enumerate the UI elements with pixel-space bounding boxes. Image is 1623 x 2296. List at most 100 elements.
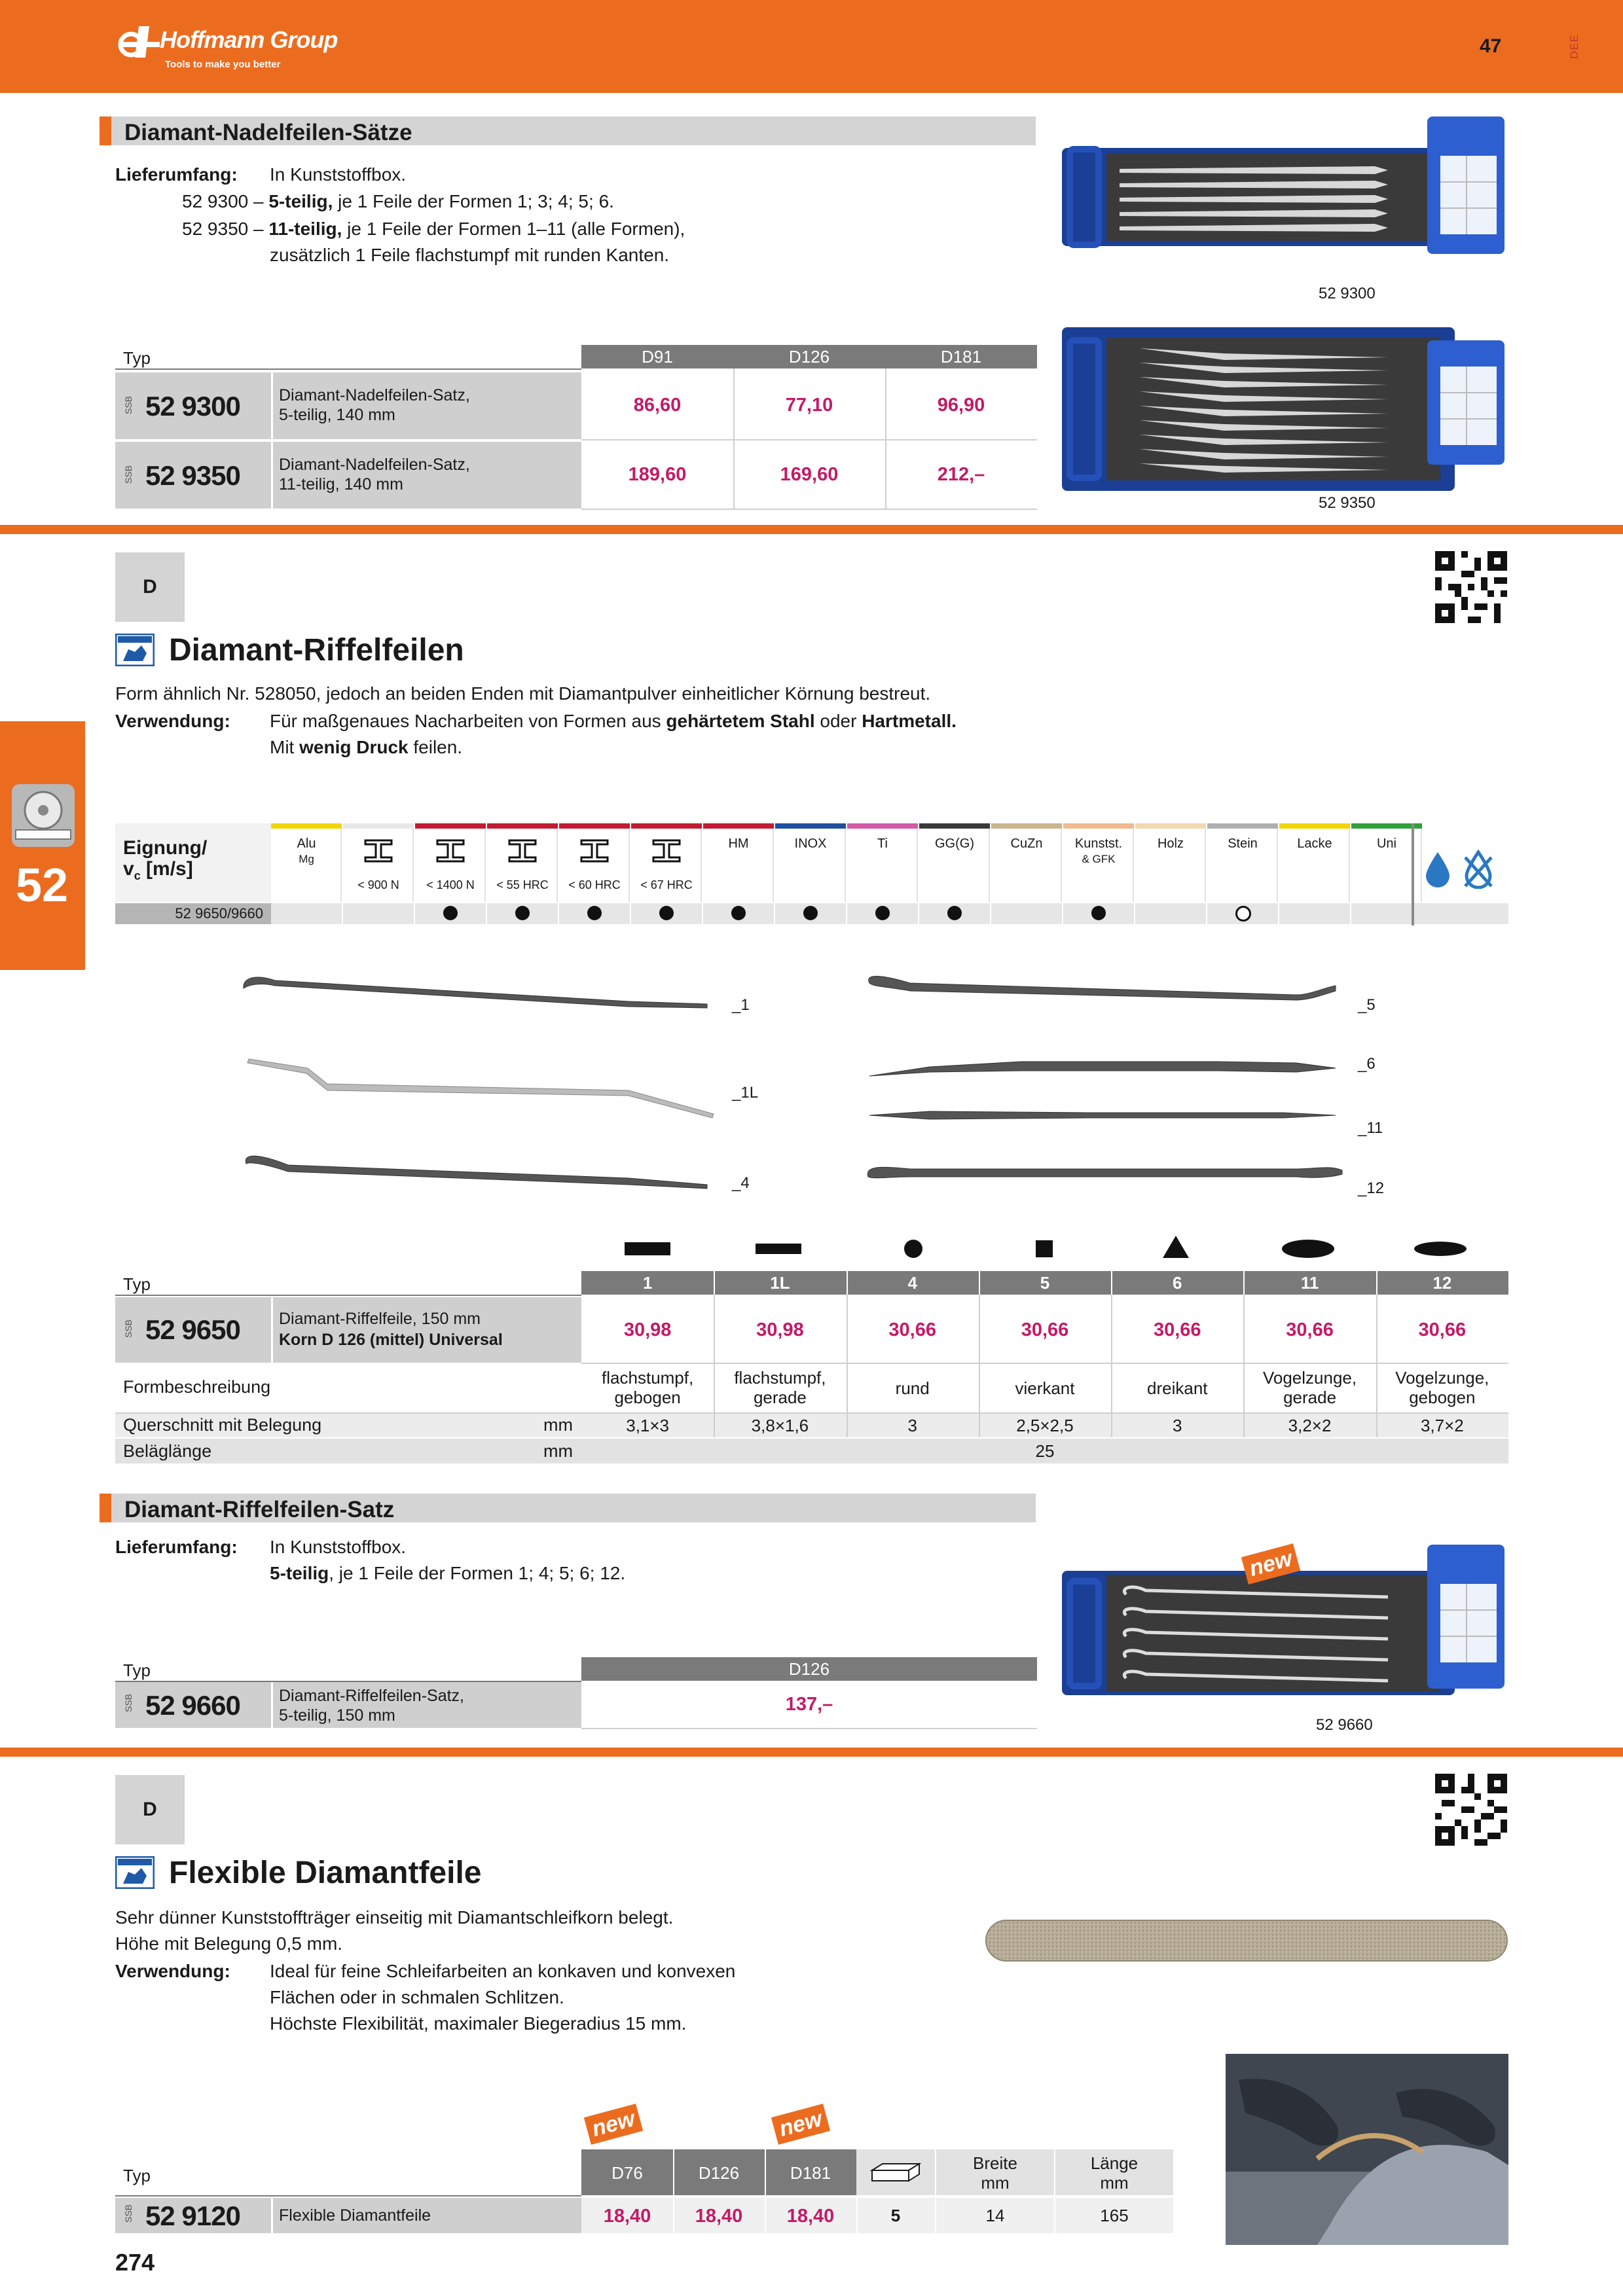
material-color-strip	[415, 823, 486, 829]
image-caption: 52 9300	[1319, 285, 1376, 302]
column-divider	[978, 1295, 980, 1437]
steel-beam-icon	[580, 839, 609, 863]
table-header-bar	[581, 1657, 1037, 1681]
form-description: flachstumpf,	[602, 1368, 694, 1388]
price: 18,40	[695, 2206, 743, 2227]
steel-beam-icon	[652, 839, 681, 863]
pferd-brand-icon	[115, 1856, 155, 1889]
article-number[interactable]: 52 9650	[145, 1314, 241, 1345]
material-sublabel: < 1400 N	[426, 878, 475, 891]
suitability-cell	[343, 903, 414, 924]
article-desc: 5-teilig, 150 mm	[279, 1706, 395, 1725]
new-badge: new	[771, 2104, 831, 2145]
material-sublabel: < 55 HRC	[496, 878, 549, 891]
header-band	[0, 0, 1623, 93]
delivery-code-box: D	[115, 552, 185, 622]
article-number[interactable]: 52 9120	[145, 2200, 241, 2231]
pack-quantity: 5	[890, 2206, 901, 2225]
form-column-header: 5	[1040, 1273, 1050, 1293]
form-description: Vogelzunge,	[1395, 1368, 1489, 1388]
table-rule	[115, 368, 581, 370]
steel-beam-icon	[364, 839, 393, 863]
form-description: gebogen	[614, 1388, 681, 1407]
suitable-dot	[875, 906, 890, 920]
label-line: Eignung/	[123, 837, 208, 859]
file-form-label: _4	[732, 1174, 750, 1192]
suitability-cell	[1351, 903, 1422, 924]
material-label: HM	[728, 836, 749, 851]
material-label: CuZn	[1010, 836, 1043, 851]
form-column-header: 1	[642, 1273, 653, 1293]
lieferumfang-label: Lieferumfang:	[115, 1537, 238, 1557]
unit-label: mm	[543, 1441, 573, 1461]
verwendung-text: Höchste Flexibilität, maximaler Biegerad…	[270, 2013, 687, 2034]
saw-blade-icon	[12, 784, 75, 847]
form-column-header: 6	[1173, 1273, 1182, 1293]
text-run: , je 1 Feile der Formen 1; 4; 5; 6; 12.	[329, 1563, 626, 1583]
material-column	[1207, 829, 1278, 902]
material-label: Stein	[1228, 836, 1258, 851]
querschnitt-label: Querschnitt mit Belegung	[123, 1415, 322, 1435]
brand-logo[interactable]: Hoffmann Group Tools to make you better	[115, 18, 390, 79]
ssb-mark: SSB	[123, 1694, 134, 1713]
price: 30,66	[1153, 1319, 1201, 1340]
material-color-strip	[991, 823, 1062, 829]
brand-name: Hoffmann Group	[160, 26, 338, 53]
material-color-strip	[919, 823, 990, 829]
lieferumfang-item: 52 9350 – 11-teilig, je 1 Feile der Form…	[182, 216, 685, 242]
material-label: Uni	[1376, 836, 1396, 851]
chapter-tab[interactable]: 52	[0, 721, 85, 970]
language-code: DEE	[1568, 34, 1580, 59]
grit-column-header: D91	[642, 347, 673, 367]
price: 18,40	[786, 2206, 835, 2227]
material-label-2: Mg	[299, 853, 314, 865]
material-label: Kunstst.	[1074, 836, 1123, 851]
material-label: Lacke	[1297, 836, 1332, 851]
ssb-mark: SSB	[123, 465, 134, 484]
ssb-mark: SSB	[123, 396, 134, 415]
text-run: Für maßgenaues Nacharbeiten von Formen a…	[270, 711, 666, 731]
material-column	[1063, 829, 1134, 902]
label-sub: c	[134, 869, 141, 882]
table-row[interactable]: SSB 52 9350 Diamant-Nadelfeilen-Satz, 11…	[115, 442, 581, 509]
material-column	[991, 829, 1062, 902]
coolant-dry-icon	[1464, 850, 1493, 889]
suitable-dot	[659, 906, 674, 920]
article-number[interactable]: 52 9660	[145, 1690, 241, 1721]
text-run: oder	[814, 711, 862, 731]
image-caption: 52 9350	[1319, 494, 1376, 512]
table-row[interactable]: SSB 52 9650 Diamant-Riffelfeile, 150 mm …	[115, 1297, 581, 1363]
file-form-label: _1L	[732, 1084, 759, 1102]
material-color-strip	[1279, 823, 1350, 829]
section-divider	[0, 1748, 1623, 1757]
header-divider	[714, 1271, 716, 1295]
lieferumfang-text: In Kunststoffbox.	[270, 1537, 407, 1557]
suitability-cell	[1135, 903, 1206, 924]
article-desc: Diamant-Riffelfeilen-Satz,	[279, 1687, 464, 1705]
article-desc: 5-teilig, 140 mm	[279, 406, 395, 424]
qr-code-icon[interactable]	[1435, 551, 1507, 623]
material-color-strip	[1351, 823, 1422, 829]
unit-label: mm	[543, 1415, 573, 1435]
header-divider	[978, 1271, 980, 1295]
suitability-cell	[271, 903, 342, 924]
material-color-strip	[631, 823, 702, 829]
belaglaenge-label: Beläglänge	[123, 1441, 212, 1461]
grit-column-header: D76	[611, 2163, 643, 2183]
form-description: gerade	[1283, 1388, 1337, 1407]
table-row[interactable]: SSB 52 9300 Diamant-Nadelfeilen-Satz, 5-…	[115, 372, 581, 439]
section-title-bar: Diamant-Nadelfeilen-Sätze	[100, 117, 1036, 145]
price: 137,–	[785, 1694, 833, 1715]
price: 77,10	[785, 395, 833, 416]
table-row[interactable]: SSB 52 9120 Flexible Diamantfeile	[115, 2198, 581, 2233]
table-row[interactable]: SSB 52 9660 Diamant-Riffelfeilen-Satz, 5…	[115, 1682, 581, 1728]
text-run: 5-teilig	[270, 1563, 329, 1583]
file-form-label: _1	[732, 996, 750, 1014]
product-table: Typ D76 D126 D181 Breite mm Länge mm SSB…	[115, 2149, 1173, 2233]
article-number[interactable]: 52 9300	[145, 391, 241, 422]
riffle-set-case-image	[1062, 1545, 1504, 1695]
qr-code-icon[interactable]	[1435, 1774, 1507, 1846]
article-number[interactable]: 52 9350	[145, 460, 241, 491]
